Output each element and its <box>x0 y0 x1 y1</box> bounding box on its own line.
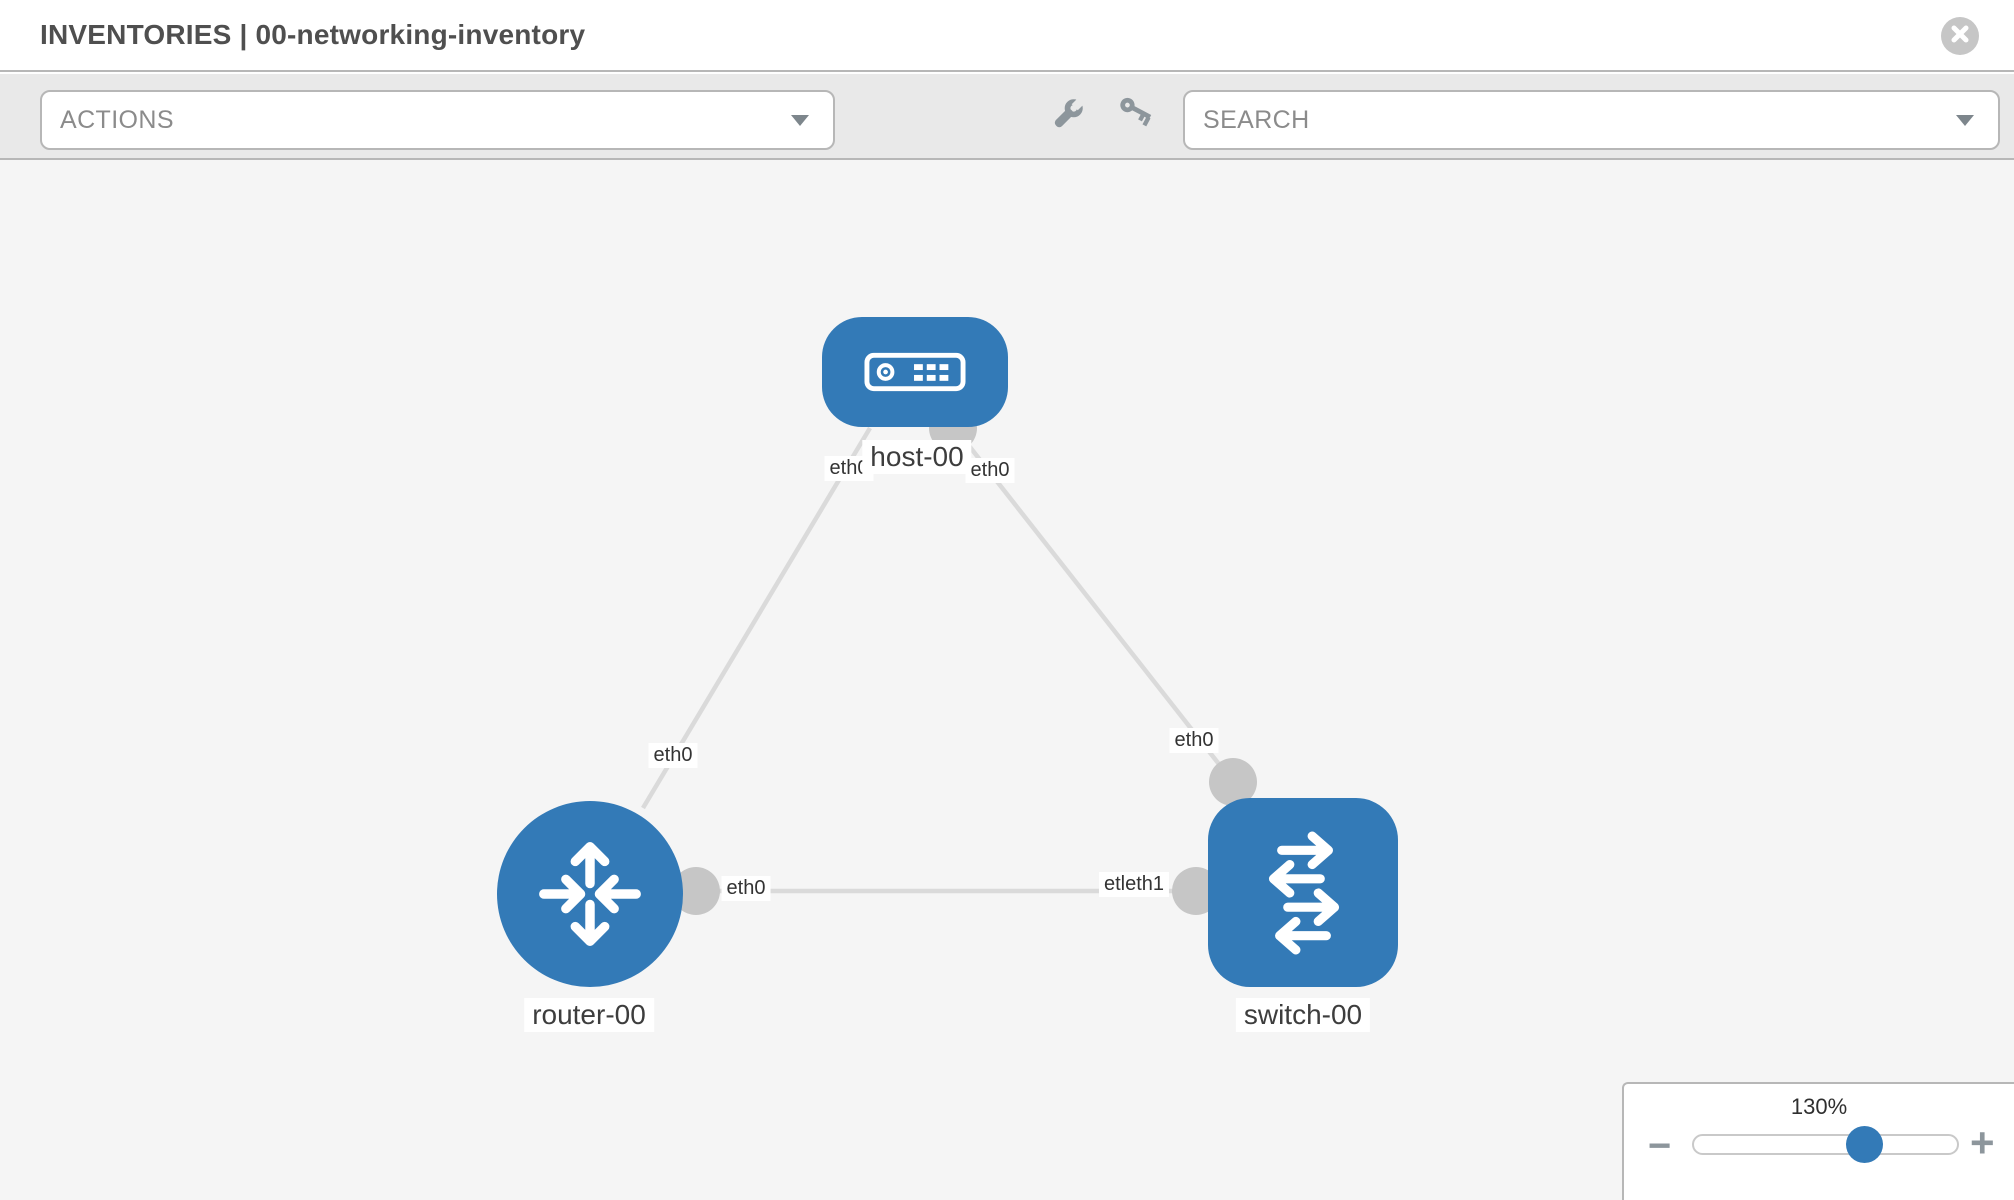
port-router-right <box>672 867 720 915</box>
key-tool-button[interactable] <box>1115 96 1153 134</box>
wrench-icon <box>1048 96 1086 134</box>
node-switch-00[interactable] <box>1208 798 1398 987</box>
node-router-00[interactable] <box>497 801 683 987</box>
header: INVENTORIES | 00-networking-inventory <box>0 0 2014 72</box>
chevron-down-icon <box>791 115 809 126</box>
chevron-down-icon <box>1956 115 1974 126</box>
interface-label-router-top: eth0 <box>648 743 698 768</box>
port-switch-top <box>1209 758 1257 806</box>
close-icon <box>1950 24 1970 49</box>
interface-label-switch-left: etleth1 <box>1098 872 1170 897</box>
node-label-host: host-00 <box>862 440 972 474</box>
search-placeholder: SEARCH <box>1203 105 1310 134</box>
topology-canvas[interactable]: host-00 router-00 switch-00 eth0 eth0 et… <box>0 160 2014 1200</box>
zoom-level-value: 130% <box>1790 1094 1848 1119</box>
zoom-slider[interactable] <box>1692 1126 1959 1163</box>
interface-label-router-right: eth0 <box>721 876 771 901</box>
zoom-slider-thumb[interactable] <box>1846 1126 1883 1163</box>
node-host-00[interactable] <box>822 317 1008 427</box>
zoom-panel: 130% − + <box>1622 1082 2014 1200</box>
zoom-in-button[interactable]: + <box>1970 1119 1995 1166</box>
wrench-tool-button[interactable] <box>1048 96 1086 134</box>
interface-label-host-right: eth0 <box>965 458 1015 483</box>
interface-label-switch-top: eth0 <box>1169 728 1219 753</box>
server-icon <box>864 352 966 392</box>
key-icon <box>1115 96 1153 134</box>
link-host-switch <box>953 426 1235 784</box>
zoom-out-button[interactable]: − <box>1648 1124 1672 1168</box>
close-button[interactable] <box>1941 17 1979 55</box>
toolbar: ACTIONS <box>0 74 2014 160</box>
actions-dropdown[interactable]: ACTIONS <box>40 90 835 150</box>
topology-edges-layer <box>641 404 1257 915</box>
page-title: INVENTORIES | 00-networking-inventory <box>40 19 586 50</box>
node-label-switch: switch-00 <box>1235 998 1371 1032</box>
router-arrows-icon <box>527 831 653 957</box>
switch-arrows-icon <box>1247 830 1359 956</box>
search-dropdown[interactable]: SEARCH <box>1183 90 2000 150</box>
node-label-router: router-00 <box>524 998 654 1032</box>
actions-dropdown-label: ACTIONS <box>60 105 174 134</box>
